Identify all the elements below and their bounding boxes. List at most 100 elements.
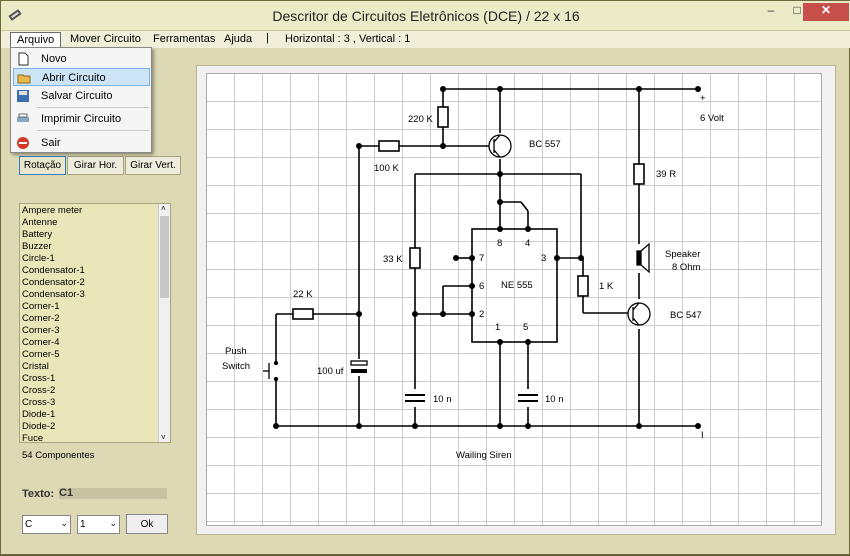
tab-rotacao[interactable]: Rotação <box>19 156 66 175</box>
texto-label: Texto: <box>22 488 55 500</box>
close-button[interactable]: ✕ <box>803 3 849 21</box>
list-item[interactable]: Condensator-2 <box>22 277 85 288</box>
app-logo-icon <box>8 9 22 21</box>
menu-divider <box>37 107 149 108</box>
list-item[interactable]: Cross-3 <box>22 397 56 408</box>
list-item[interactable]: Antenne <box>22 217 58 228</box>
label-r100k: 100 K <box>374 163 399 174</box>
letter-select[interactable]: C ⌄ <box>22 515 71 534</box>
list-item[interactable]: Condensator-1 <box>22 265 85 276</box>
label-c10n-b: 10 n <box>545 394 564 405</box>
scroll-down-icon[interactable]: ˅ <box>161 433 166 442</box>
label-8ohm: 8 Ohm <box>672 262 701 273</box>
label-ne555: NE 555 <box>501 280 533 291</box>
circuit-title: Wailing Siren <box>456 450 512 461</box>
printer-icon <box>17 113 29 122</box>
menu-bar: Arquivo Mover Circuito Ferramentas Ajuda… <box>1 31 850 48</box>
label-bc547: BC 547 <box>670 310 702 321</box>
circuit-canvas[interactable] <box>206 73 822 526</box>
list-item[interactable]: Battery <box>22 229 53 240</box>
list-item[interactable]: Corner-3 <box>22 325 60 336</box>
list-item[interactable]: Corner-1 <box>22 301 60 312</box>
label-pin4: 4 <box>525 238 530 249</box>
menu-item-label: Abrir Circuito <box>42 72 106 84</box>
number-select-value: 1 <box>80 519 86 530</box>
exit-icon <box>17 137 29 149</box>
label-r220k: 220 K <box>408 114 433 125</box>
label-r1k: 1 K <box>599 281 614 292</box>
label-speaker: Speaker <box>665 249 700 260</box>
new-file-icon <box>18 52 29 66</box>
list-item[interactable]: Circle-1 <box>22 253 55 264</box>
label-pin7: 7 <box>479 253 484 264</box>
label-r39: 39 R <box>656 169 676 180</box>
maximize-button[interactable]: □ <box>793 3 801 17</box>
list-item[interactable]: Ampere meter <box>22 205 83 216</box>
list-item[interactable]: Fuce <box>22 433 44 443</box>
window-title: Descritor de Circuitos Eletrônicos (DCE)… <box>272 8 580 24</box>
label-pin8: 8 <box>497 238 502 249</box>
number-select[interactable]: 1 ⌄ <box>77 515 120 534</box>
component-count: 54 Componentes <box>22 450 95 461</box>
label-c10n-a: 10 n <box>433 394 452 405</box>
label-switch: Switch <box>222 361 250 372</box>
component-list[interactable]: Ampere meter Antenne Battery Buzzer Circ… <box>19 203 171 443</box>
menu-divider <box>37 130 149 131</box>
label-bc557: BC 557 <box>529 139 561 150</box>
label-plus: + <box>700 93 706 104</box>
label-pin2: 2 <box>479 309 484 320</box>
list-item[interactable]: Diode-1 <box>22 409 56 420</box>
texto-value: C1 <box>59 488 167 499</box>
list-item[interactable]: Corner-4 <box>22 337 60 348</box>
scroll-up-icon[interactable]: ˄ <box>161 204 166 213</box>
menu-item-label: Sair <box>41 137 61 149</box>
menu-arquivo[interactable]: Arquivo <box>10 32 62 48</box>
letter-select-value: C <box>25 519 33 530</box>
file-menu-dropdown: Novo Abrir Circuito Salvar Circuito Impr… <box>10 47 152 153</box>
menu-ajuda[interactable]: Ajuda <box>224 33 253 45</box>
save-disk-icon <box>17 90 29 102</box>
label-pin5: 5 <box>523 322 528 333</box>
list-item[interactable]: Cross-1 <box>22 373 56 384</box>
menu-ferramentas[interactable]: Ferramentas <box>153 33 216 45</box>
label-pin6: 6 <box>479 281 484 292</box>
menu-item-imprimir[interactable]: Imprimir Circuito <box>13 110 150 128</box>
list-item[interactable]: Buzzer <box>22 241 52 252</box>
label-minus: I <box>701 430 704 441</box>
menu-separator: | <box>266 32 269 44</box>
menu-item-novo[interactable]: Novo <box>13 50 150 68</box>
list-item[interactable]: Diode-2 <box>22 421 56 432</box>
list-item[interactable]: Cross-2 <box>22 385 56 396</box>
list-scrollbar[interactable]: ˄ ˅ <box>158 204 170 442</box>
open-folder-icon <box>17 74 31 84</box>
label-c100uf: 100 uf <box>317 366 344 377</box>
tab-girar-vert[interactable]: Girar Vert. <box>125 156 181 175</box>
label-6volt: 6 Volt <box>700 113 724 124</box>
menu-item-label: Salvar Circuito <box>41 90 113 102</box>
list-item[interactable]: Corner-5 <box>22 349 60 360</box>
position-status: Horizontal : 3 , Vertical : 1 <box>285 33 411 45</box>
label-pin1: 1 <box>495 322 500 333</box>
scroll-thumb[interactable] <box>160 216 169 298</box>
list-item[interactable]: Cristal <box>22 361 49 372</box>
menu-item-abrir[interactable]: Abrir Circuito <box>13 68 150 86</box>
chevron-down-icon: ⌄ <box>60 518 68 528</box>
label-push: Push <box>225 346 247 357</box>
label-r33k: 33 K <box>383 254 403 265</box>
menu-item-label: Imprimir Circuito <box>41 113 122 125</box>
label-pin3: 3 <box>541 253 546 264</box>
menu-item-label: Novo <box>41 53 67 65</box>
menu-item-sair[interactable]: Sair <box>13 134 150 152</box>
ok-button[interactable]: Ok <box>126 514 168 534</box>
label-r22k: 22 K <box>293 289 313 300</box>
list-item[interactable]: Condensator-3 <box>22 289 85 300</box>
minimize-button[interactable]: – <box>767 3 775 17</box>
tab-girar-hor[interactable]: Girar Hor. <box>67 156 124 175</box>
chevron-down-icon: ⌄ <box>109 518 117 528</box>
title-bar: Descritor de Circuitos Eletrônicos (DCE)… <box>1 1 850 31</box>
list-item[interactable]: Corner-2 <box>22 313 60 324</box>
menu-mover-circuito[interactable]: Mover Circuito <box>70 33 141 45</box>
menu-item-salvar[interactable]: Salvar Circuito <box>13 87 150 105</box>
